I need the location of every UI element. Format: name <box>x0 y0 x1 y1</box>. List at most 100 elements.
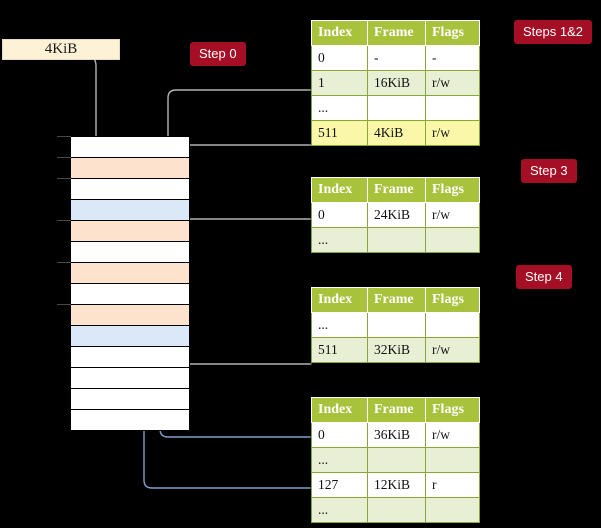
cell-index: 0 <box>311 422 368 448</box>
stack-tick-4 <box>57 220 71 221</box>
stack-tick-1 <box>57 157 71 158</box>
cell-frame: 36KiB <box>367 422 426 448</box>
badge-step-4-label: Step 4 <box>525 269 563 284</box>
cell-frame <box>367 312 426 338</box>
stack-tick-2 <box>57 178 71 179</box>
column-header-flags: Flags <box>425 397 480 423</box>
cell-frame: 12KiB <box>367 472 426 498</box>
cell-flags <box>425 497 480 523</box>
table-row: 0-- <box>311 45 480 71</box>
column-header-frame: Frame <box>367 177 426 203</box>
memory-cell-5 <box>71 242 189 263</box>
memory-box-4kib: 4KiB <box>2 39 120 60</box>
cell-index: 511 <box>311 337 368 363</box>
column-header-index: Index <box>311 20 368 46</box>
memory-box-label: 4KiB <box>44 41 78 57</box>
memory-cell-9 <box>71 326 189 347</box>
cell-index: 0 <box>311 45 368 71</box>
badge-steps-1-2-label: Steps 1&2 <box>523 24 583 39</box>
cell-flags: r/w <box>425 70 480 96</box>
column-header-flags: Flags <box>425 177 480 203</box>
badge-steps-1-2: Steps 1&2 <box>514 20 592 44</box>
cell-index: 127 <box>311 472 368 498</box>
cell-index: 511 <box>311 120 368 146</box>
badge-step-3: Step 3 <box>521 159 577 183</box>
memory-cell-10 <box>71 347 189 368</box>
cell-flags <box>425 227 480 253</box>
memory-cell-3 <box>71 200 189 221</box>
table-row: ... <box>311 312 480 338</box>
memory-cell-0 <box>71 137 189 158</box>
column-header-index: Index <box>311 397 368 423</box>
table-row: ... <box>311 227 480 253</box>
table-row: ... <box>311 447 480 473</box>
memory-cell-6 <box>71 263 189 284</box>
cell-index: ... <box>311 447 368 473</box>
cell-flags: r/w <box>425 422 480 448</box>
cell-frame: 4KiB <box>367 120 426 146</box>
cell-frame: 16KiB <box>367 70 426 96</box>
cell-flags: r/w <box>425 120 480 146</box>
cell-flags: r/w <box>425 202 480 228</box>
cell-flags <box>425 95 480 121</box>
cell-flags: - <box>425 45 480 71</box>
stack-tick-0 <box>57 136 71 137</box>
cell-flags: r <box>425 472 480 498</box>
cell-frame <box>367 227 426 253</box>
badge-step-3-label: Step 3 <box>530 163 568 178</box>
cell-frame: 32KiB <box>367 337 426 363</box>
table-row: ... <box>311 497 480 523</box>
wire-table2-return-up <box>175 304 312 365</box>
stack-tick-6 <box>57 262 71 263</box>
column-header-index: Index <box>311 287 368 313</box>
column-header-frame: Frame <box>367 397 426 423</box>
memory-cell-12 <box>71 389 189 410</box>
cell-index: 0 <box>311 202 368 228</box>
cell-flags: r/w <box>425 337 480 363</box>
cell-frame <box>367 497 426 523</box>
cell-index: ... <box>311 95 368 121</box>
cell-flags <box>425 312 480 338</box>
cell-index: 1 <box>311 70 368 96</box>
cell-frame <box>367 447 426 473</box>
column-header-frame: Frame <box>367 20 426 46</box>
memory-cell-stack <box>70 136 190 431</box>
badge-step-4: Step 4 <box>516 265 572 289</box>
cell-flags <box>425 447 480 473</box>
cell-index: ... <box>311 312 368 338</box>
badge-step-0-label: Step 0 <box>199 46 237 61</box>
memory-cell-4 <box>71 221 189 242</box>
cell-frame: - <box>367 45 426 71</box>
column-header-index: Index <box>311 177 368 203</box>
memory-cell-1 <box>71 158 189 179</box>
memory-cell-2 <box>71 179 189 200</box>
cell-frame: 24KiB <box>367 202 426 228</box>
cell-index: ... <box>311 227 368 253</box>
memory-cell-11 <box>71 368 189 389</box>
column-header-frame: Frame <box>367 287 426 313</box>
memory-cell-8 <box>71 305 189 326</box>
cell-index: ... <box>311 497 368 523</box>
column-header-flags: Flags <box>425 287 480 313</box>
memory-cell-13 <box>71 410 189 431</box>
cell-frame <box>367 95 426 121</box>
memory-cell-7 <box>71 284 189 305</box>
stack-tick-8 <box>57 304 71 305</box>
table-row: ... <box>311 95 480 121</box>
badge-step-0: Step 0 <box>190 42 246 66</box>
